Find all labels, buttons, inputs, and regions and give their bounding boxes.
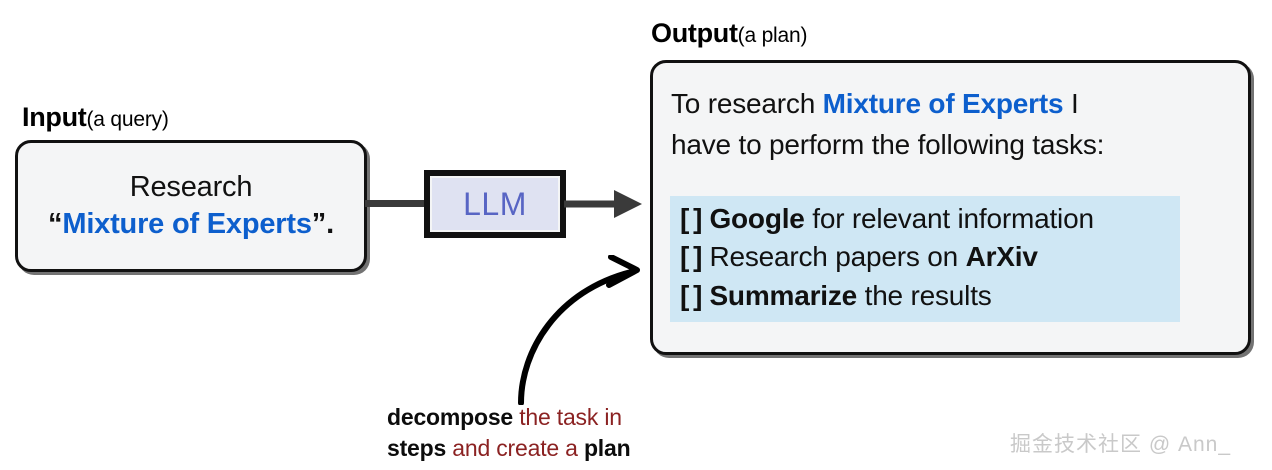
output-label-paren: (a plan) (737, 24, 808, 47)
caption-red-1: the task in (513, 404, 622, 430)
input-query-line-2: “Mixture of Experts”. (48, 206, 334, 243)
caption-line-1: decompose the task in (387, 402, 707, 433)
output-intro-before: To research (671, 88, 823, 119)
connector-input-to-llm (365, 200, 427, 207)
task-checkbox[interactable]: [ ] (680, 279, 702, 311)
task-checkbox[interactable]: [ ] (680, 203, 702, 234)
caption-bold-decompose: decompose (387, 404, 514, 430)
llm-label: LLM (463, 186, 527, 222)
task-rest: for relevant information (804, 203, 1094, 234)
task-rest: Research papers on (709, 241, 966, 273)
quote-open: “ (48, 208, 63, 240)
task-item[interactable]: [ ] Summarize the results (680, 277, 1180, 315)
input-section-label: Input(a query) (22, 104, 169, 131)
input-card: Research “Mixture of Experts”. (15, 140, 367, 272)
output-intro-line-2: have to perform the following tasks: (671, 129, 1105, 161)
caption-line-2: steps and create a plan (387, 433, 707, 464)
decompose-caption: decompose the task in steps and create a… (387, 402, 707, 463)
task-bold-last: ArXiv (965, 241, 1038, 273)
input-query-term: Mixture of Experts (62, 208, 312, 240)
output-intro-after: I (1063, 88, 1079, 119)
caption-bold-steps: steps (387, 434, 447, 461)
task-list: [ ] Google for relevant information [ ] Re… (670, 196, 1180, 322)
task-checkbox[interactable]: [ ] (680, 241, 702, 273)
watermark: 掘金技术社区 @ Ann_ (1010, 433, 1232, 456)
quote-close: ” (311, 208, 327, 240)
input-period: . (326, 208, 334, 240)
input-query-line-1: Research (129, 170, 253, 203)
task-item[interactable]: [ ] Google for relevant information (680, 200, 1180, 238)
task-bold-first: Google (709, 203, 805, 234)
arrow-right-icon (564, 190, 642, 218)
output-section-label: Output(a plan) (651, 20, 807, 47)
task-rest: the results (857, 279, 992, 311)
caption-red-2: and create a (446, 434, 584, 461)
input-label-strong: Input (22, 102, 87, 132)
task-item[interactable]: [ ] Research papers on ArXiv (680, 238, 1180, 276)
caption-bold-plan: plan (583, 434, 631, 461)
output-label-strong: Output (651, 18, 738, 48)
task-bold-first: Summarize (709, 279, 858, 311)
llm-box: LLM (424, 170, 566, 238)
input-label-paren: (a query) (86, 108, 169, 131)
output-intro-line-1: To research Mixture of Experts I (671, 83, 1230, 124)
output-intro-highlight: Mixture of Experts (822, 88, 1064, 119)
curved-arrow-icon (518, 255, 640, 405)
